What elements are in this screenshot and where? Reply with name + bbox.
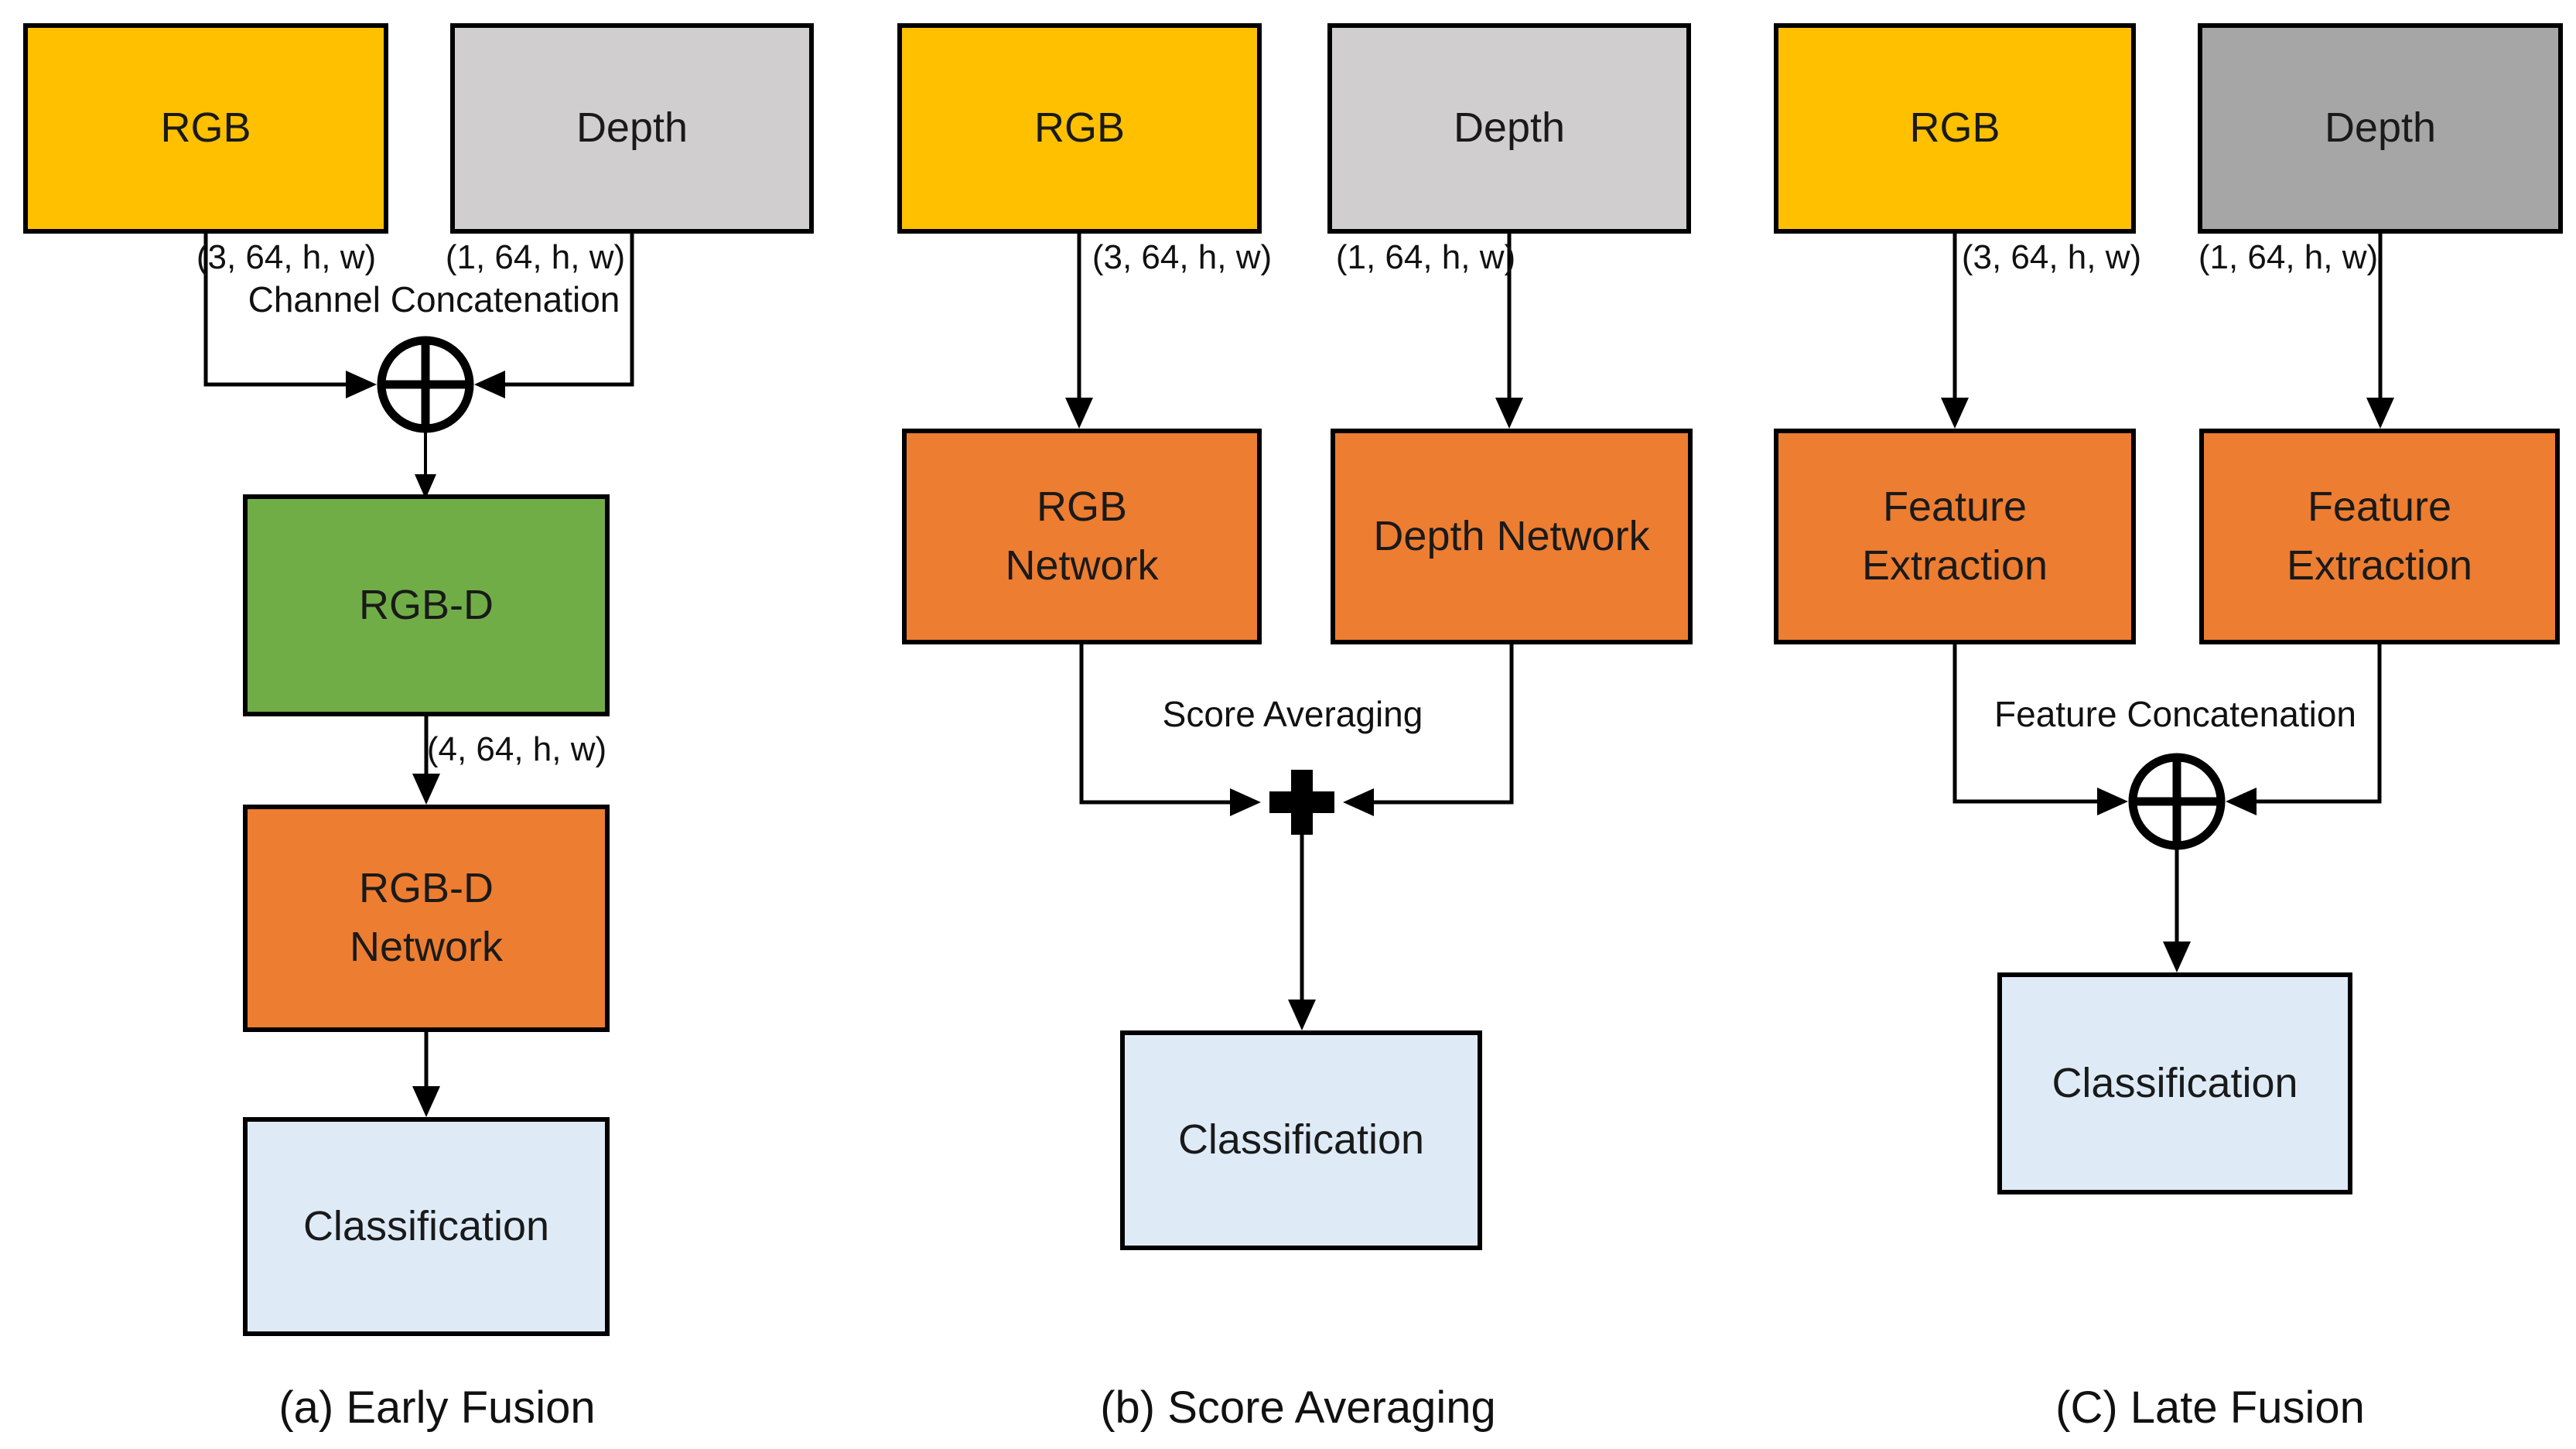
rgb-network-label: RGB Network xyxy=(1005,483,1159,589)
feature-concat-circle-plus-icon xyxy=(2128,753,2226,850)
feature-extraction-label-left: Feature Extraction xyxy=(1861,483,2048,589)
depth-tensor-dim: (1, 64, h, w) xyxy=(445,238,626,276)
feature-extraction-box-right: Feature Extraction xyxy=(2199,429,2560,644)
rgb-tensor-dim: (3, 64, h, w) xyxy=(1092,238,1273,276)
rgb-input-box: RGB xyxy=(1774,23,2136,234)
rgb-input-box: RGB xyxy=(897,23,1262,234)
score-averaging-plus-icon xyxy=(1269,770,1334,835)
rgb-network-box: RGB Network xyxy=(902,429,1262,644)
rgbd-fused-label: RGB-D xyxy=(359,581,494,628)
classification-box-a: Classification xyxy=(243,1117,610,1336)
depth-input-label: Depth xyxy=(1453,104,1566,152)
rgb-tensor-dim: (3, 64, h, w) xyxy=(1961,238,2142,276)
caption-early-fusion: (a) Early Fusion xyxy=(278,1382,596,1433)
classification-box-c: Classification xyxy=(1997,972,2352,1194)
caption-late-fusion: (C) Late Fusion xyxy=(2055,1382,2365,1433)
channel-concat-circle-plus-icon xyxy=(377,336,474,499)
classification-box-b: Classification xyxy=(1120,1030,1482,1250)
rgbd-tensor-dim: (4, 64, h, w) xyxy=(426,730,607,768)
depth-input-box: Depth xyxy=(450,23,814,234)
rgb-input-label: RGB xyxy=(1033,104,1126,152)
depth-tensor-dim: (1, 64, h, w) xyxy=(1335,238,1516,276)
rgb-input-box: RGB xyxy=(23,23,388,234)
classification-label-b: Classification xyxy=(1177,1116,1425,1164)
feature-extraction-box-left: Feature Extraction xyxy=(1774,429,2136,644)
rgbd-network-box: RGB-D Network xyxy=(243,805,610,1032)
feature-extraction-label-right: Feature Extraction xyxy=(2286,483,2473,589)
depth-input-label: Depth xyxy=(2324,104,2437,152)
channel-concatenation-label: Channel Concatenation xyxy=(248,279,620,320)
depth-input-box: Depth xyxy=(1327,23,1691,234)
rgb-input-label: RGB xyxy=(160,104,251,152)
classification-label-c: Classification xyxy=(2052,1059,2298,1106)
score-averaging-label: Score Averaging xyxy=(1162,694,1423,734)
depth-network-label: Depth Network xyxy=(1373,512,1650,559)
depth-input-label: Depth xyxy=(576,104,688,152)
classification-label-a: Classification xyxy=(302,1202,550,1249)
rgb-tensor-dim: (3, 64, h, w) xyxy=(196,238,377,276)
rgbd-fused-box: RGB-D xyxy=(243,494,610,716)
depth-network-box: Depth Network xyxy=(1331,429,1693,644)
depth-input-box: Depth xyxy=(2198,23,2563,234)
caption-score-averaging: (b) Score Averaging xyxy=(1100,1382,1496,1433)
depth-tensor-dim: (1, 64, h, w) xyxy=(2198,238,2379,276)
rgbd-network-label: RGB-D Network xyxy=(349,865,504,970)
feature-concatenation-label: Feature Concatenation xyxy=(1994,694,2356,734)
rgb-input-label: RGB xyxy=(1909,104,2000,152)
